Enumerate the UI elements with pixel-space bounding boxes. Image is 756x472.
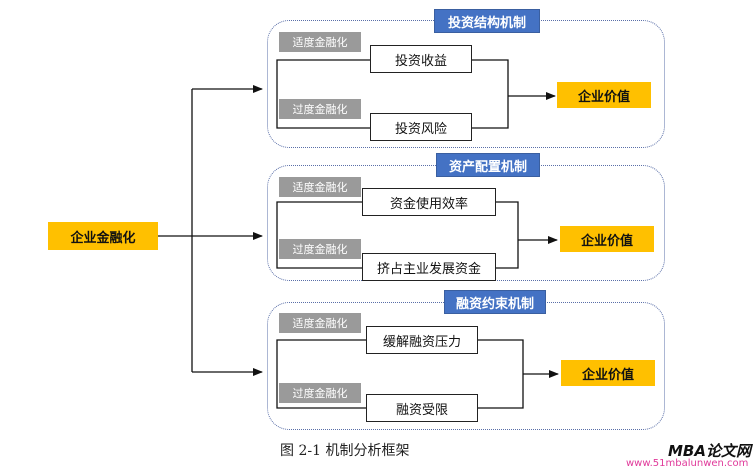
mechanism-title: 投资结构机制 [434,9,540,33]
appropriate-tag: 适度金融化 [279,177,361,197]
path-bottom-box: 融资受限 [366,394,478,422]
outcome-box: 企业价值 [557,82,651,108]
group1-left-bracket [276,59,370,129]
path-bottom-box: 挤占主业发展资金 [362,253,496,281]
watermark-logo: MBA论文网 [668,442,751,460]
figure-caption: 图 2-1 机制分析框架 [280,443,410,459]
path-top-box: 资金使用效率 [362,188,496,216]
group3-left-bracket [276,339,366,409]
path-top-box: 缓解融资压力 [366,326,478,354]
outcome-box: 企业价值 [560,226,654,252]
path-top-box: 投资收益 [370,45,472,73]
excessive-tag: 过度金融化 [279,99,361,119]
excessive-tag: 过度金融化 [279,239,361,259]
excessive-tag: 过度金融化 [279,383,361,403]
mechanism-title: 资产配置机制 [436,153,540,177]
appropriate-tag: 适度金融化 [279,32,361,52]
mechanism-title: 融资约束机制 [444,290,546,314]
outcome-box: 企业价值 [561,360,655,386]
group2-right-bracket [496,201,519,269]
path-bottom-box: 投资风险 [370,113,472,141]
watermark-url: www.51mbalunwen.com [626,458,749,469]
root-node: 企业金融化 [48,222,158,250]
group2-left-bracket [276,201,362,269]
appropriate-tag: 适度金融化 [279,313,361,333]
group1-right-bracket [472,59,509,129]
